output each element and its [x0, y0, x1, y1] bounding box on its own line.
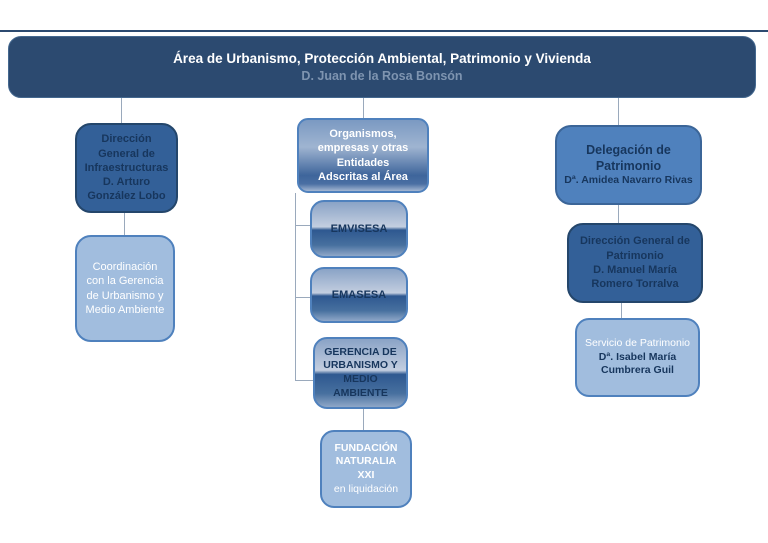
- org-box-title: Dirección General de Infraestructuras: [84, 133, 169, 174]
- connector-stub: [295, 297, 310, 298]
- connector-line: [121, 98, 122, 123]
- org-box-servicio-patrimonio: Servicio de Patrimonio Dª. Isabel María …: [575, 318, 700, 397]
- connector-line: [618, 98, 619, 125]
- connector-line: [618, 205, 619, 223]
- org-box-emasesa: EMASESA: [310, 267, 408, 323]
- org-box-organismos-entidades: Organismos, empresas y otras Entidades A…: [297, 118, 429, 193]
- org-box-person: Dª. Amidea Navarro Rivas: [564, 174, 693, 187]
- page-title: Área de Urbanismo, Protección Ambiental,…: [173, 51, 591, 66]
- org-box-emvisesa: EMVISESA: [310, 200, 408, 258]
- top-border-line: [0, 30, 768, 32]
- org-box-person: D. Arturo González Lobo: [87, 176, 166, 203]
- connector-line: [363, 409, 364, 430]
- org-box-title: Servicio de Patrimonio: [584, 337, 691, 350]
- connector-line: [124, 213, 125, 235]
- connector-stub: [295, 225, 310, 226]
- org-box-title: GERENCIA DE URBANISMO Y MEDIO AMBIENTE: [323, 345, 398, 399]
- connector-stub: [295, 380, 313, 381]
- org-box-title: EMVISESA: [330, 222, 388, 235]
- org-box-direccion-patrimonio: Dirección General de Patrimonio D. Manue…: [567, 223, 703, 303]
- org-box-area-header: Área de Urbanismo, Protección Ambiental,…: [8, 36, 756, 98]
- connector-rail: [295, 193, 296, 380]
- connector-line: [621, 303, 622, 318]
- org-box-title: EMASESA: [331, 288, 387, 301]
- org-box-subtitle: en liquidación: [333, 482, 399, 495]
- org-box-title: Coordinación con la Gerencia de Urbanism…: [85, 260, 165, 316]
- org-box-title: Delegación de Patrimonio: [586, 142, 671, 174]
- org-box-coordinacion-gerencia: Coordinación con la Gerencia de Urbanism…: [75, 235, 175, 342]
- org-box-fundacion-naturalia: FUNDACIÓN NATURALIA XXI en liquidación: [320, 430, 412, 508]
- org-box-title: FUNDACIÓN NATURALIA XXI: [334, 441, 398, 481]
- org-box-person: Dª. Isabel María Cumbrera Guil: [598, 350, 677, 377]
- header-person: D. Juan de la Rosa Bonsón: [301, 69, 463, 83]
- org-box-delegacion-patrimonio: Delegación de Patrimonio Dª. Amidea Nava…: [555, 125, 702, 205]
- org-box-direccion-infraestructuras: Dirección General de Infraestructuras D.…: [75, 123, 178, 213]
- org-box-title: Dirección General de Patrimonio: [579, 235, 691, 262]
- org-box-gerencia-urbanismo: GERENCIA DE URBANISMO Y MEDIO AMBIENTE: [313, 337, 408, 409]
- connector-line: [363, 98, 364, 118]
- org-box-title: Organismos, empresas y otras Entidades A…: [317, 127, 409, 183]
- org-box-person: D. Manuel María Romero Torralva: [591, 264, 679, 291]
